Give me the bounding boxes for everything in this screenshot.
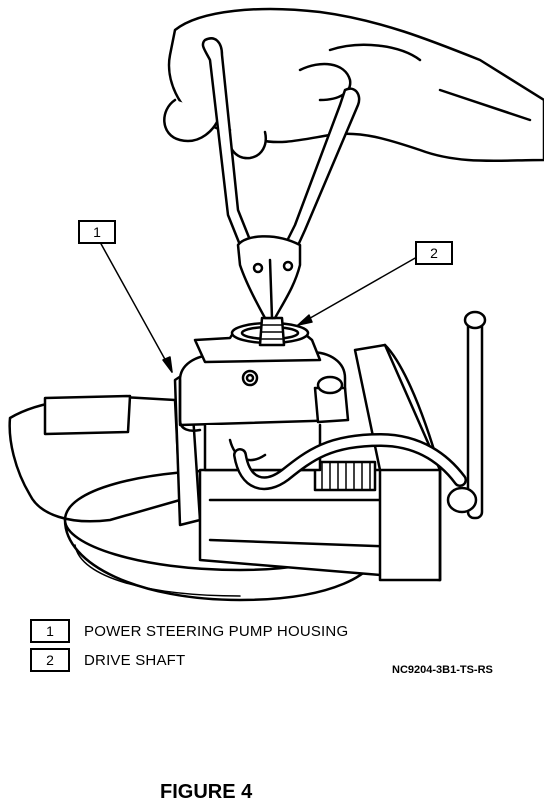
legend-label-1: POWER STEERING PUMP HOUSING <box>84 622 349 640</box>
legend-label-2: DRIVE SHAFT <box>84 651 186 669</box>
figure-title: FIGURE 4 <box>160 781 253 803</box>
callout-1: 1 <box>78 220 116 244</box>
bench-vise <box>8 310 487 602</box>
legend-row-2: 2 DRIVE SHAFT <box>30 648 186 672</box>
leader-line-2 <box>297 256 418 326</box>
pump-in-vise-illustration <box>8 7 544 602</box>
pump-outlet-tube <box>233 433 467 491</box>
figure-code: NC9204-3B1-TS-RS <box>392 664 493 676</box>
legend-row-1: 1 POWER STEERING PUMP HOUSING <box>30 619 349 643</box>
drive-shaft <box>258 316 286 347</box>
leader-lines <box>99 241 418 373</box>
snap-ring-pliers <box>201 37 361 320</box>
leader-arrow-2 <box>297 314 313 326</box>
legend-number-1: 1 <box>30 619 70 643</box>
leader-line-1 <box>99 241 173 373</box>
leader-arrow-1 <box>162 356 173 373</box>
hand <box>163 7 544 163</box>
legend-number-2: 2 <box>30 648 70 672</box>
callout-2: 2 <box>415 241 453 265</box>
